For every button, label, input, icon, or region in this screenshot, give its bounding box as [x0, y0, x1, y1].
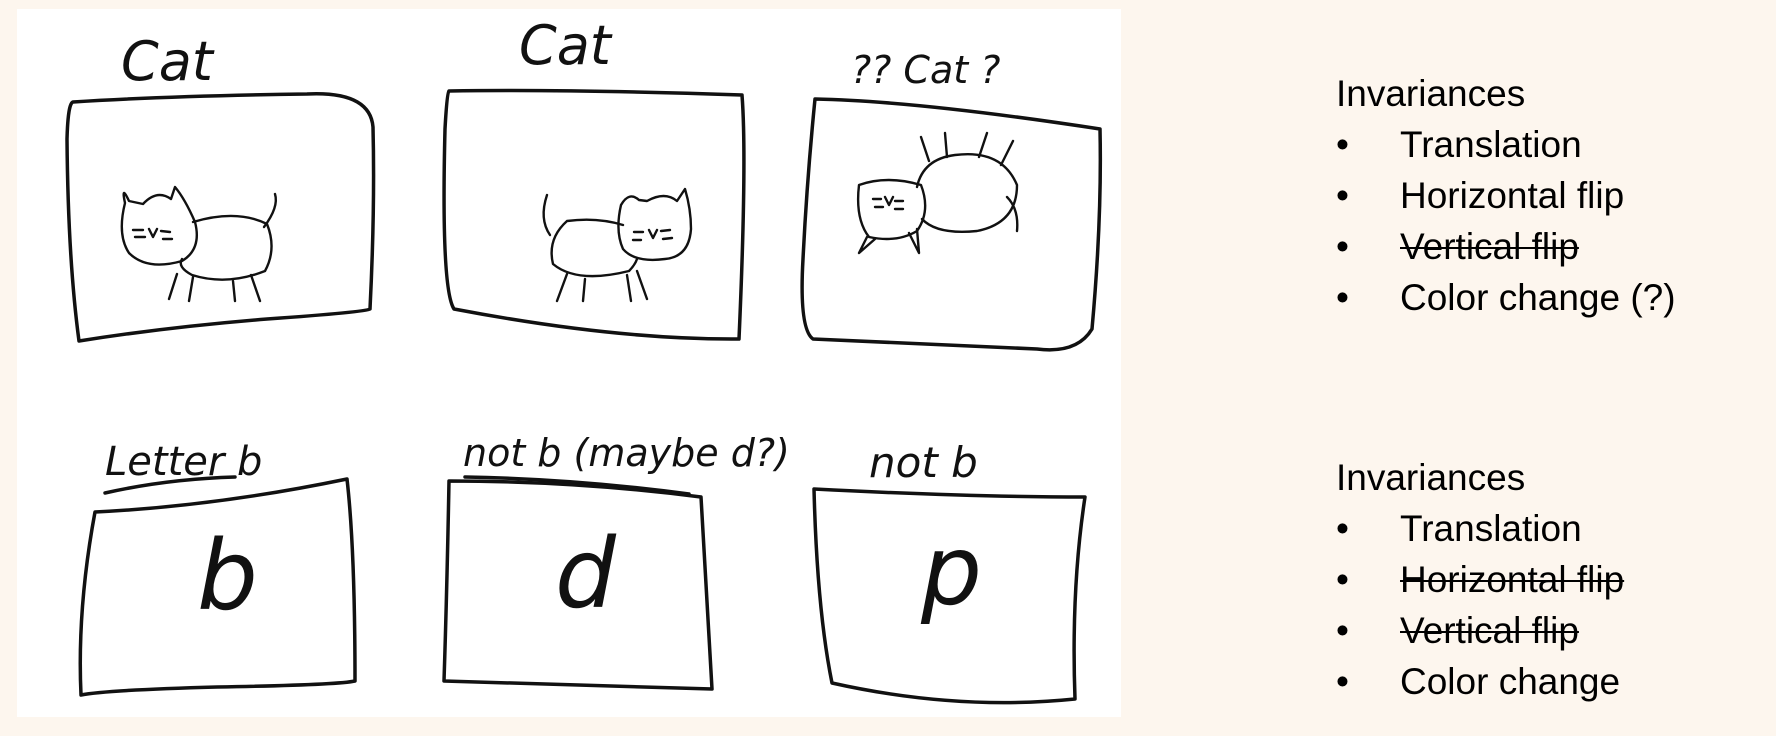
invariance-items: • Translation • Horizontal flip • Vertical …	[1336, 119, 1676, 323]
list-item: • Translation	[1336, 119, 1676, 170]
label-cat-3: ?? Cat ?	[851, 48, 1000, 92]
bullet-icon: •	[1336, 277, 1349, 318]
list-item: • Vertical flip	[1336, 605, 1624, 656]
list-item: • Vertical flip	[1336, 221, 1676, 272]
label-not-b-maybe-d: not b (maybe d?)	[463, 431, 790, 475]
bullet-icon: •	[1336, 610, 1349, 651]
list-item: • Horizontal flip	[1336, 170, 1676, 221]
list-item: • Color change (?)	[1336, 272, 1676, 323]
drawn-letter-p: p	[920, 515, 982, 627]
item-label: Horizontal flip	[1400, 559, 1625, 600]
list-item: • Translation	[1336, 503, 1624, 554]
item-label: Color change	[1400, 661, 1621, 702]
frame-bottom-1	[78, 477, 357, 697]
invariance-list-cat: Invariances • Translation • Horizontal fli…	[1336, 68, 1676, 323]
item-label: Vertical flip	[1400, 610, 1579, 651]
sketch-drawing: Cat Cat ?? Cat ?	[65, 14, 1103, 705]
frame-bottom-3	[812, 487, 1087, 705]
list-heading: Invariances	[1336, 73, 1526, 114]
bullet-icon: •	[1336, 661, 1349, 702]
underline-letter-b	[103, 475, 237, 495]
drawn-letter-b: b	[197, 520, 258, 632]
bullet-icon: •	[1336, 508, 1349, 549]
bullet-icon: •	[1336, 175, 1349, 216]
cat-drawing-upside-down	[856, 131, 1019, 255]
item-label: Horizontal flip	[1400, 175, 1625, 216]
drawn-letter-d: d	[555, 518, 617, 630]
bullet-icon: •	[1336, 559, 1349, 600]
frame-top-3	[800, 97, 1103, 352]
item-label: Color change (?)	[1400, 277, 1676, 318]
label-cat-2: Cat	[519, 14, 613, 77]
label-cat-1: Cat	[121, 30, 215, 93]
list-heading: Invariances	[1336, 457, 1526, 498]
bullet-icon: •	[1336, 124, 1349, 165]
cat-drawing-left	[120, 185, 278, 303]
item-label: Translation	[1400, 508, 1582, 549]
bullet-icon: •	[1336, 226, 1349, 267]
frame-bottom-2	[442, 479, 714, 691]
list-item: • Color change	[1336, 656, 1624, 707]
cat-drawing-right	[542, 187, 693, 303]
invariance-list-letter: Invariances • Translation • Horizontal fli…	[1336, 452, 1624, 707]
frame-top-2	[442, 88, 746, 341]
sketch-canvas: Cat Cat ?? Cat ?	[17, 9, 1121, 717]
label-not-b: not b	[869, 438, 978, 487]
label-letter-b: Letter b	[105, 439, 262, 485]
item-label: Translation	[1400, 124, 1582, 165]
item-label: Vertical flip	[1400, 226, 1579, 267]
frame-top-1	[65, 92, 376, 343]
invariance-items: • Translation • Horizontal flip • Vertical …	[1336, 503, 1624, 707]
list-item: • Horizontal flip	[1336, 554, 1624, 605]
underline-not-b	[463, 475, 691, 496]
